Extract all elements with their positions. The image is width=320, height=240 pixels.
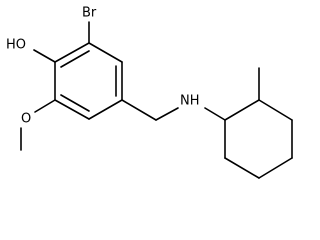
ring-double-bond-c1-c2 xyxy=(60,50,90,68)
bromine-label: Br xyxy=(82,6,97,21)
cyclohexane-bond-1 xyxy=(224,99,260,121)
ring-bond-c4-c5 xyxy=(88,99,123,120)
amine-label: NH xyxy=(180,94,200,109)
cyclohexane-bond-5 xyxy=(224,157,260,179)
bond-c6-o xyxy=(34,99,56,113)
bond-c4-ch2 xyxy=(121,99,157,121)
ring-bond-c1-c2 xyxy=(54,42,90,63)
cyclohexane-bond-4 xyxy=(258,157,293,179)
ring-bond-c2-c3 xyxy=(88,42,123,63)
hydroxyl-label: HO xyxy=(6,38,26,53)
chemical-structure: Br HO O NH xyxy=(6,6,293,179)
ring-bond-c5-c6 xyxy=(54,99,90,120)
bond-c1-oh xyxy=(33,49,56,63)
benzene-ring xyxy=(54,42,123,120)
cyclohexane-ring xyxy=(224,99,293,179)
cyclohexane-bond-2 xyxy=(258,99,293,121)
methoxy-oxygen-label: O xyxy=(21,112,31,127)
bond-nh-cyclohexyl xyxy=(204,107,226,121)
bond-ch2-nh xyxy=(155,107,179,121)
ring-double-bond-c5-c6 xyxy=(60,94,90,112)
